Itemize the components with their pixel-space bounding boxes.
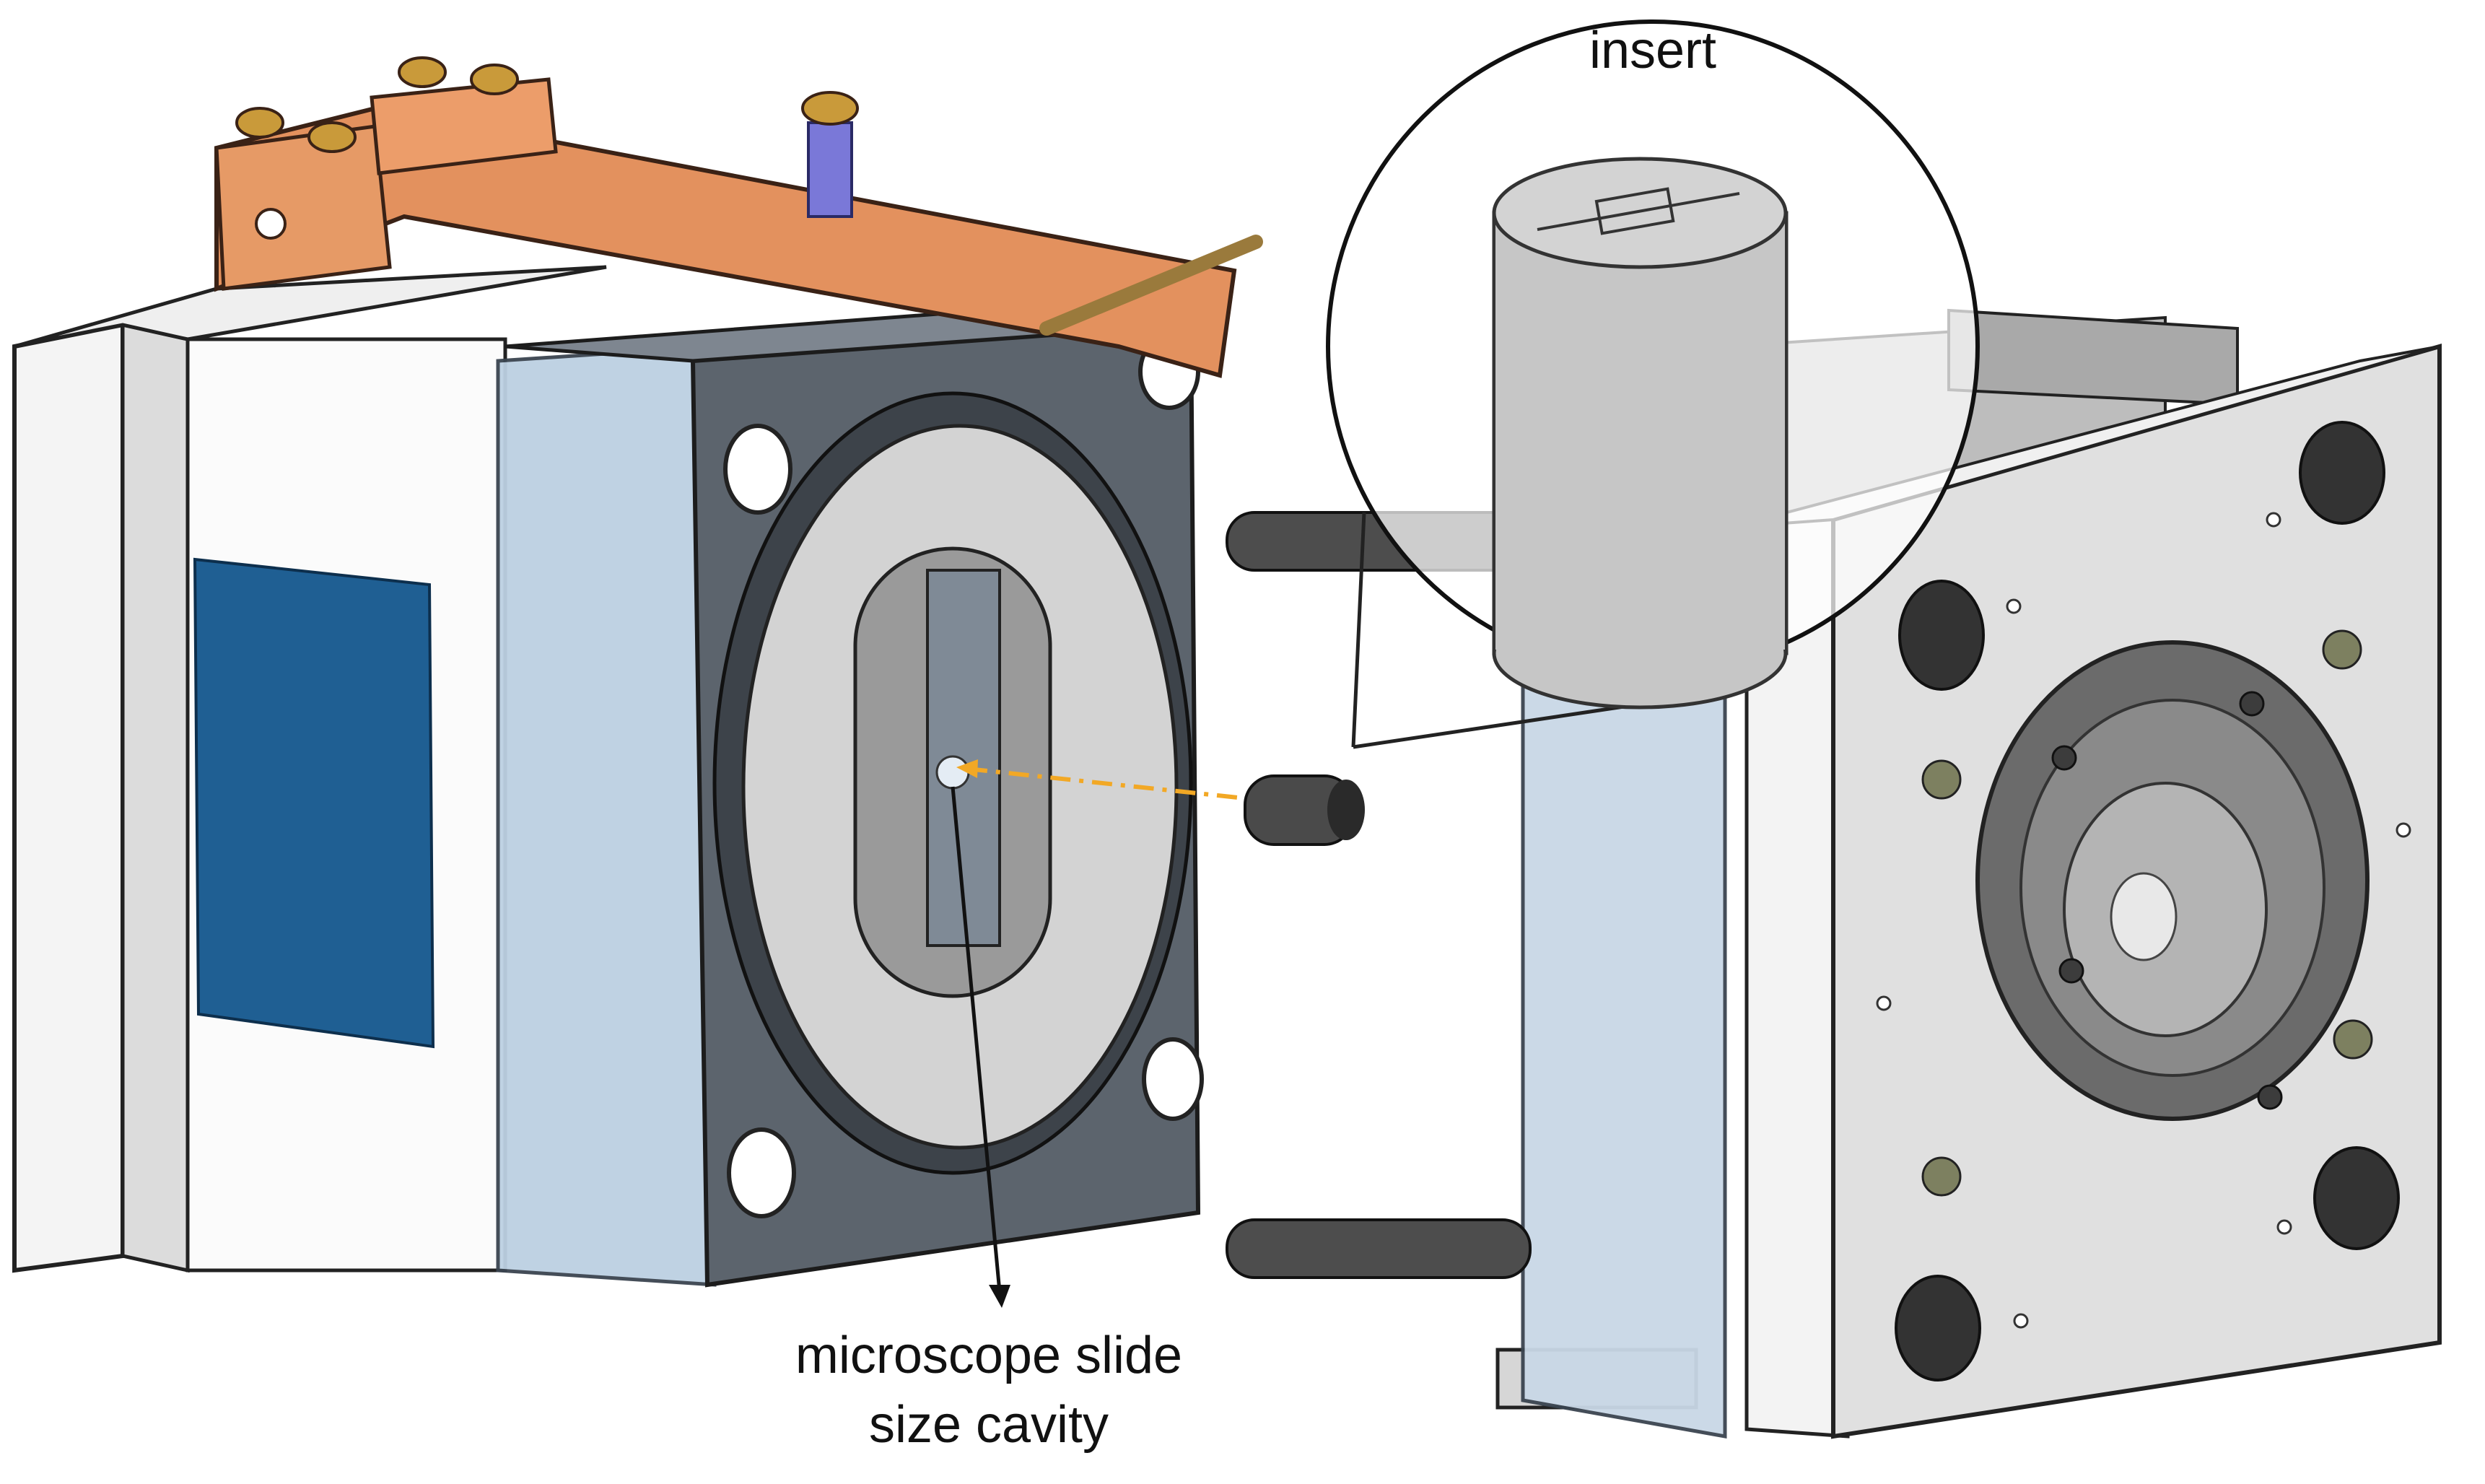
cavity-leader-line (951, 786, 1002, 1293)
nameplate (193, 557, 435, 1049)
copper-block-left (214, 124, 392, 291)
core-insert-plug (1244, 774, 1365, 846)
sprue-hole (2110, 872, 2178, 961)
cavity-leader-arrowhead (989, 1285, 1010, 1308)
copper-clamp-assembly (214, 56, 1263, 378)
left-clamp-plate-outer-side (121, 322, 190, 1273)
cavity-label-line2: size cavity (868, 1396, 1109, 1454)
callout-leader-1 (1351, 512, 1366, 748)
cavity-label-line1: microscope slide (795, 1327, 1183, 1384)
cavity-label: microscope slide size cavity (707, 1321, 1270, 1459)
spring-icon (801, 91, 859, 218)
insert-callout (1326, 19, 1980, 749)
guide-pin-lower (1226, 1218, 1532, 1279)
copper-hole (255, 208, 287, 240)
microscope-slide-cavity (926, 569, 1001, 947)
copper-rod (1039, 235, 1263, 336)
exploded-view-arrow (966, 767, 1239, 800)
small-holes (1876, 512, 2411, 1329)
green-screws (1921, 629, 2373, 1197)
cap-screws (235, 56, 519, 153)
left-plate-top (14, 265, 607, 349)
right-top-rail (1947, 308, 2239, 406)
left-transparent-side (496, 344, 717, 1287)
guide-bushings (1895, 421, 2400, 1382)
left-mold-half (12, 265, 1204, 1288)
insert-engraving (1537, 187, 1740, 235)
insert-label: insert (1589, 22, 1717, 79)
exploded-view-arrow-head (956, 759, 978, 778)
gate-point (935, 755, 970, 790)
insert-cylinder-top (1492, 157, 1788, 269)
left-clamp-plate-outer (12, 322, 125, 1273)
ring-screws (2051, 691, 2283, 1110)
